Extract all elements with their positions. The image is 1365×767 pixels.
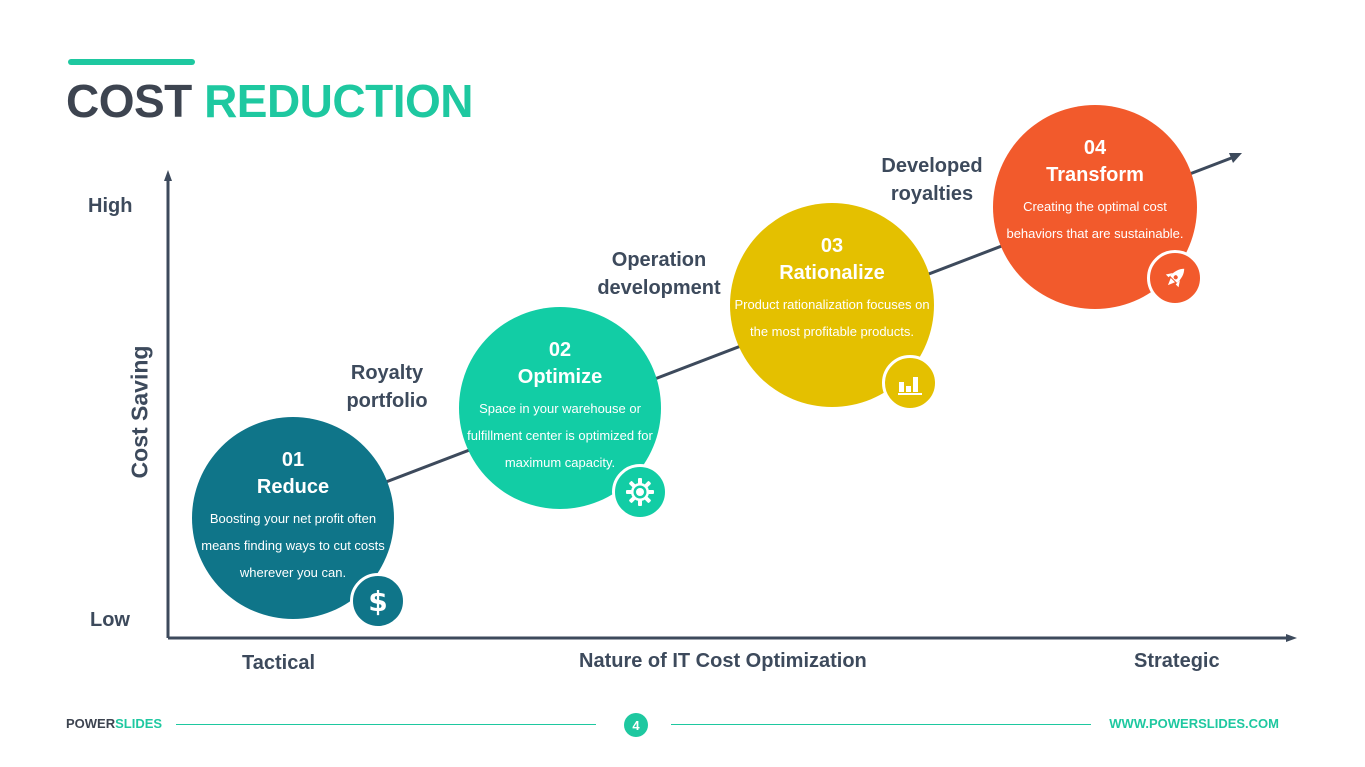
footer-line-right [671,724,1091,725]
footer-brand-part-1: POWER [66,716,116,731]
stage-label-3: Developed royalties [881,152,982,208]
x-left-label: Tactical [242,652,315,674]
x-axis-arrow [1286,634,1297,642]
dollar-icon: $ [368,586,387,616]
footer-brand-part-2: SLIDES [115,716,163,731]
stage-label-2-line-1: Operation [611,249,707,271]
y-high-label: High [88,195,133,217]
step-3-badge [882,355,938,411]
step-2-number: 02 [548,339,572,361]
step-4-badge [1147,250,1203,306]
footer-url[interactable]: WWW.POWERSLIDES.COM [1109,716,1279,731]
y-low-label: Low [90,609,130,631]
bar-chart-icon [898,377,922,395]
x-axis-label: Nature of IT Cost Optimization [579,650,867,672]
trend-arrow [1229,153,1242,163]
step-2-name: Optimize [517,366,603,388]
step-1-number: 01 [281,449,305,471]
step-3-number: 03 [820,235,844,257]
rocket-icon [1165,268,1185,288]
svg-text:$: $ [368,586,387,616]
step-2-description: Space in your warehouse or fulfillment c… [467,401,653,470]
stage-label-1-line-2: portfolio [346,390,428,412]
step-1-name: Reduce [256,476,330,498]
step-1-description: Boosting your net profit often means fin… [201,511,385,580]
step-4-description: Creating the optimal cost behaviors that… [1006,199,1184,241]
stage-label-3-line-1: Developed [881,155,983,177]
step-3-name: Rationalize [779,262,885,284]
page-number: 4 [624,713,648,737]
title-part-1: COST [66,75,192,127]
title-part-2: REDUCTION [204,75,474,127]
footer-line-left [176,724,596,725]
step-4-name: Transform [1046,164,1144,186]
y-axis-arrow [164,170,172,181]
stage-label-1-line-1: Royalty [350,362,424,384]
footer-brand: POWERSLIDES [66,716,162,731]
step-4-number: 04 [1083,137,1107,159]
stage-label-1: Royalty portfolio [346,359,427,415]
stage-label-2: Operation development [597,246,720,302]
stage-label-3-line-2: royalties [890,183,974,205]
step-2-badge [612,464,668,520]
title-accent-bar [68,59,195,65]
page-title: COST REDUCTION [66,74,474,128]
step-1-badge: $ [350,573,406,629]
step-3-description: Product rationalization focuses on the m… [734,297,930,339]
gear-icon [626,478,654,506]
x-right-label: Strategic [1134,650,1220,672]
stage-label-2-line-2: development [597,277,721,299]
y-axis-label: Cost Saving [126,345,153,479]
